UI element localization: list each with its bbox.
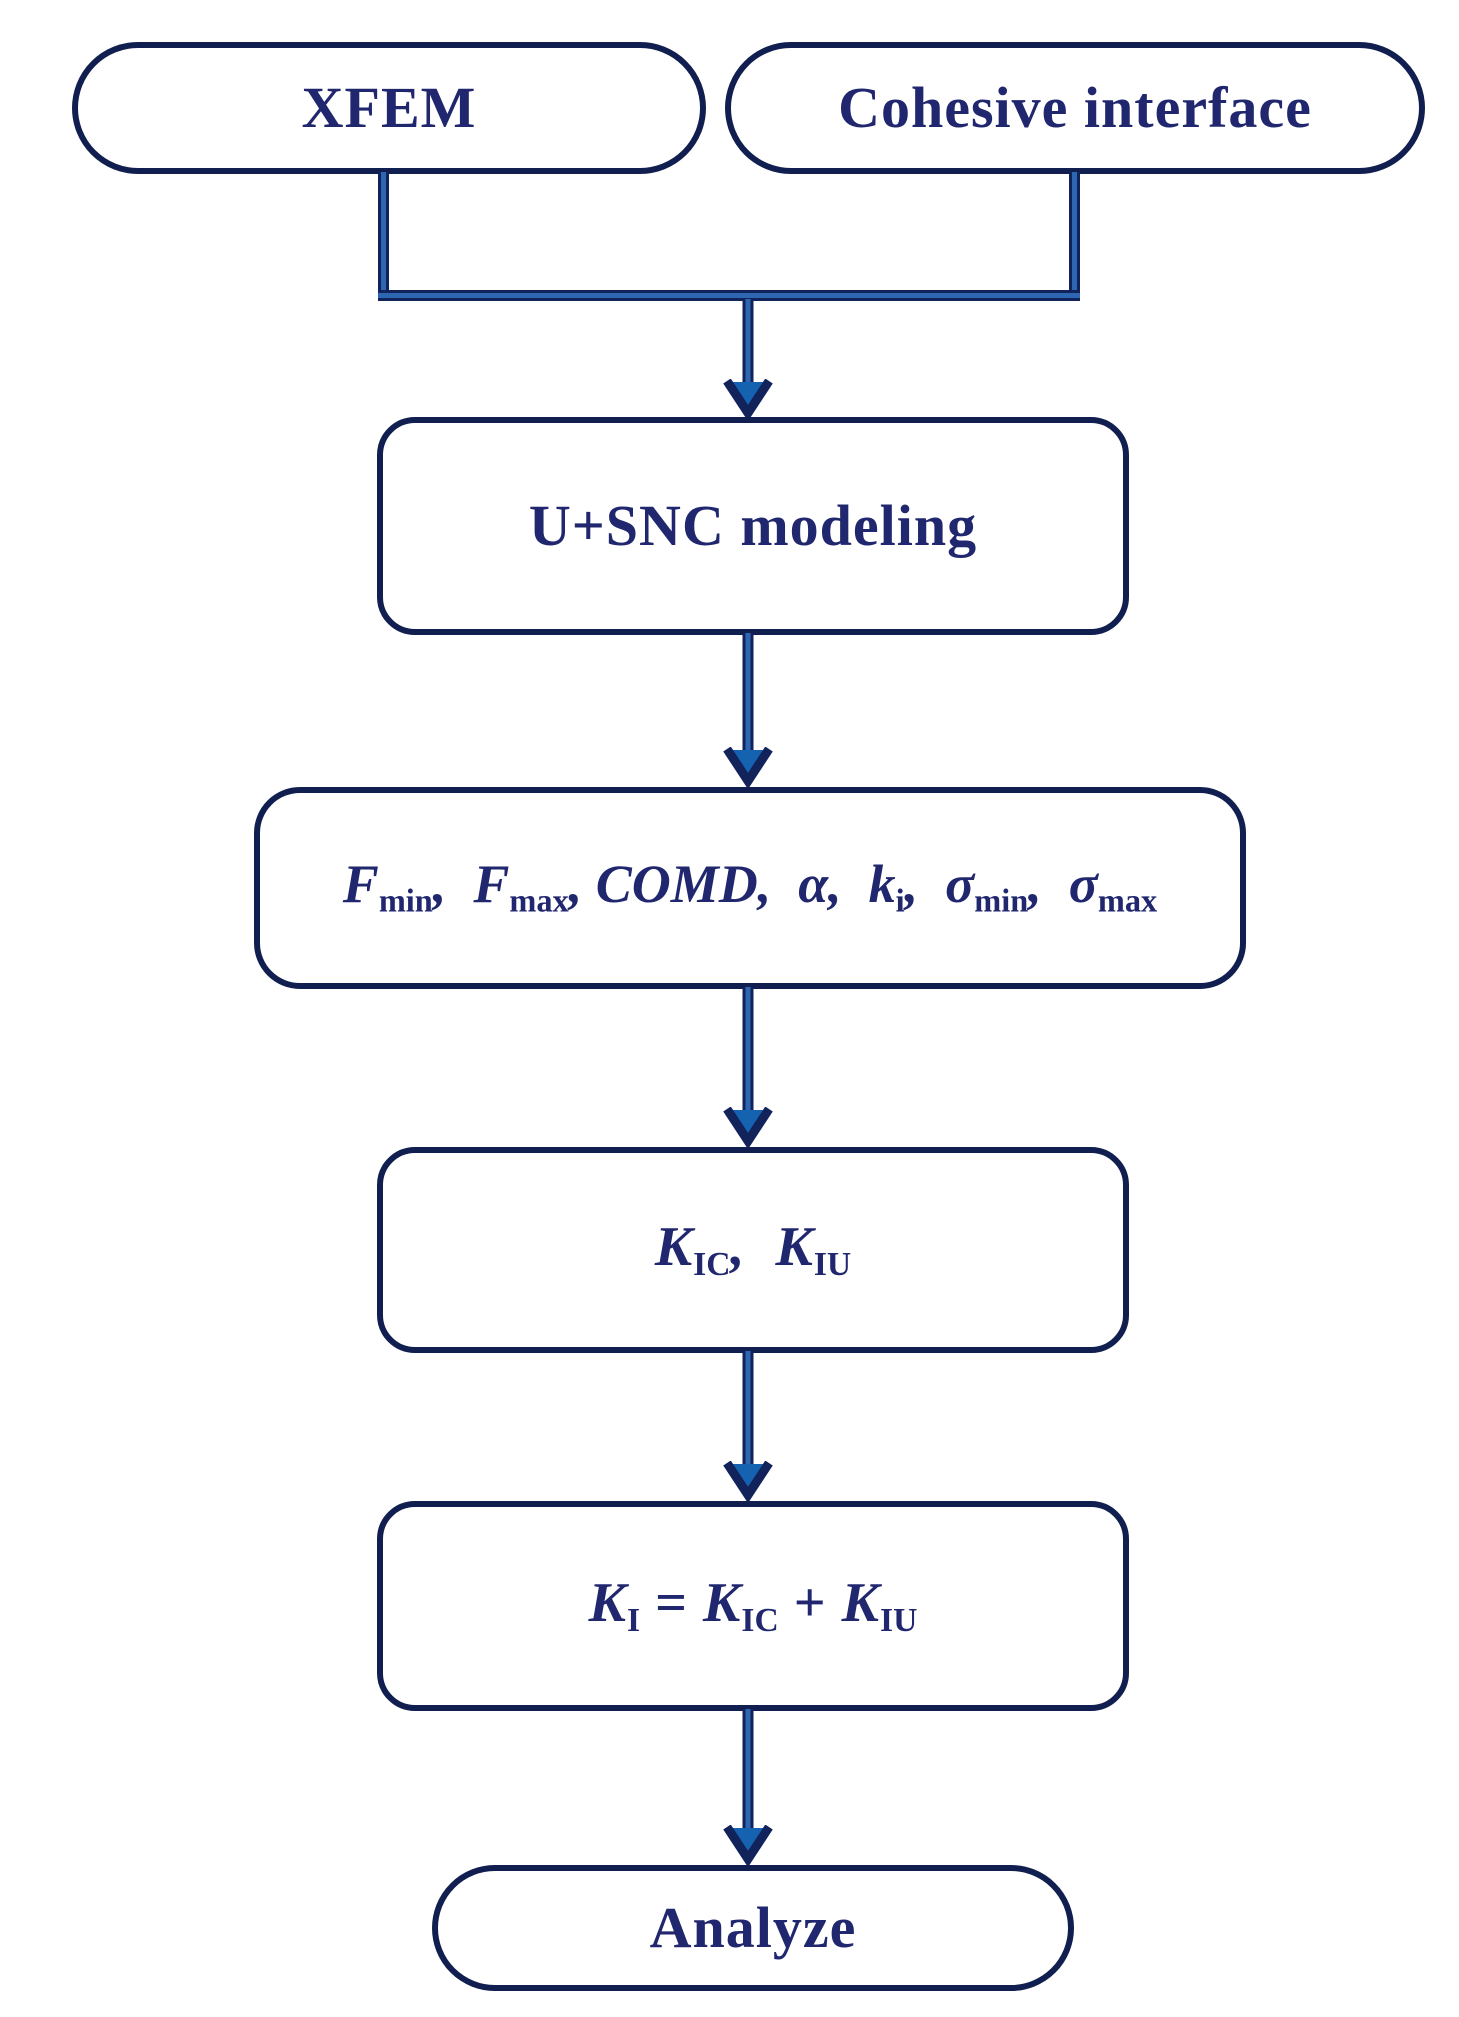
node-analyze: Analyze xyxy=(432,1865,1074,1991)
node-label: Fmin, Fmax, COMD, α, ki, σmin, σmax xyxy=(342,854,1158,921)
node-parameters: Fmin, Fmax, COMD, α, ki, σmin, σmax xyxy=(254,787,1246,989)
node-label: U+SNC modeling xyxy=(528,493,978,558)
node-label: KIC, KIU xyxy=(654,1215,852,1283)
arrow-parameters-to-sif xyxy=(722,987,774,1147)
arrow-down-icon xyxy=(723,1107,773,1147)
arrow-equation-to-analyze xyxy=(722,1709,774,1865)
arrow-shaft xyxy=(742,1351,754,1473)
node-cohesive-interface: Cohesive interface xyxy=(725,42,1425,174)
arrow-down-icon xyxy=(723,747,773,787)
node-label: XFEM xyxy=(301,75,477,140)
arrow-sif-to-equation xyxy=(722,1351,774,1501)
node-label: Cohesive interface xyxy=(838,75,1312,140)
arrow-merge-to-modeling xyxy=(722,299,774,419)
arrow-shaft xyxy=(742,987,754,1119)
arrow-down-icon xyxy=(723,379,773,419)
node-xfem: XFEM xyxy=(72,42,706,174)
node-sif: KIC, KIU xyxy=(377,1147,1129,1353)
arrow-down-icon xyxy=(723,1461,773,1501)
connector-xfem-stub xyxy=(378,172,389,296)
arrow-down-icon xyxy=(723,1825,773,1865)
node-label: KI = KIC + KIU xyxy=(588,1571,918,1639)
connector-merge-bar xyxy=(378,290,1080,301)
connector-cohesive-stub xyxy=(1069,172,1080,296)
node-equation: KI = KIC + KIU xyxy=(377,1501,1129,1711)
node-label: Analyze xyxy=(649,1895,857,1960)
arrow-shaft xyxy=(742,633,754,759)
arrow-shaft xyxy=(742,299,754,391)
node-modeling: U+SNC modeling xyxy=(377,417,1129,635)
arrow-shaft xyxy=(742,1709,754,1837)
arrow-modeling-to-parameters xyxy=(722,633,774,787)
